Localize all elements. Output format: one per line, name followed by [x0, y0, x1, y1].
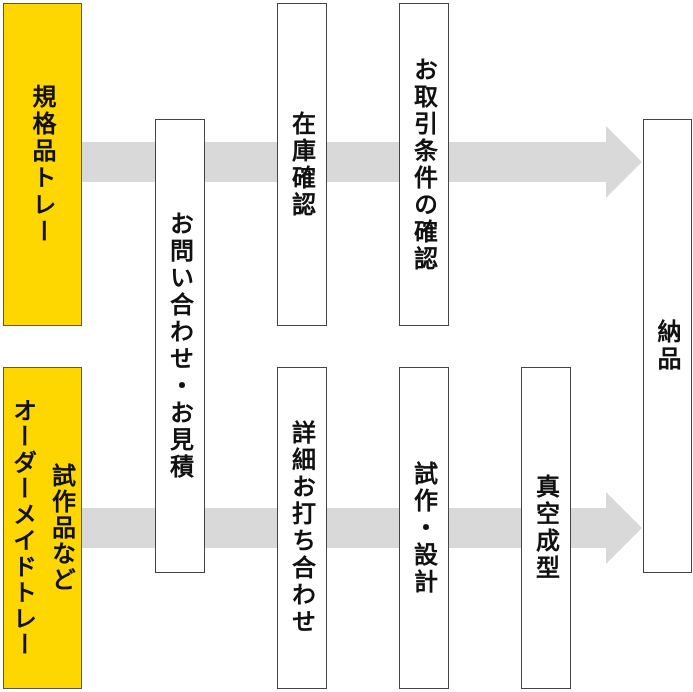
- inquiry-label: お問い合わせ・お見積: [165, 211, 194, 481]
- delivery-label: 納品: [653, 319, 681, 373]
- delivery-box: 納品: [643, 119, 692, 573]
- custom-tray-label-line1: 試作品など: [47, 463, 76, 593]
- prototype-design-box: 試作・設計: [399, 367, 449, 689]
- custom-tray-label-group: 試作品など オーダーメイドトレー: [6, 398, 80, 658]
- stock-check-box: 在庫確認: [277, 3, 327, 326]
- bottom-flow-arrow: [82, 492, 642, 564]
- custom-tray-box: 試作品など オーダーメイドトレー: [3, 367, 82, 689]
- detail-meeting-label: 詳細お打ち合わせ: [287, 420, 316, 636]
- vacuum-forming-box: 真空成型: [521, 367, 571, 689]
- prototype-design-label: 試作・設計: [409, 460, 438, 596]
- terms-check-label: お取引条件の確認: [409, 56, 438, 273]
- vacuum-forming-label: 真空成型: [531, 474, 560, 582]
- top-flow-arrow: [82, 126, 642, 198]
- inquiry-box: お問い合わせ・お見積: [155, 119, 205, 573]
- standard-tray-box: 規格品トレー: [3, 3, 82, 326]
- terms-check-box: お取引条件の確認: [399, 3, 449, 326]
- custom-tray-label-line2: オーダーメイドトレー: [8, 398, 37, 658]
- standard-tray-label: 規格品トレー: [28, 83, 56, 246]
- detail-meeting-box: 詳細お打ち合わせ: [277, 367, 327, 689]
- stock-check-label: 在庫確認: [287, 110, 316, 219]
